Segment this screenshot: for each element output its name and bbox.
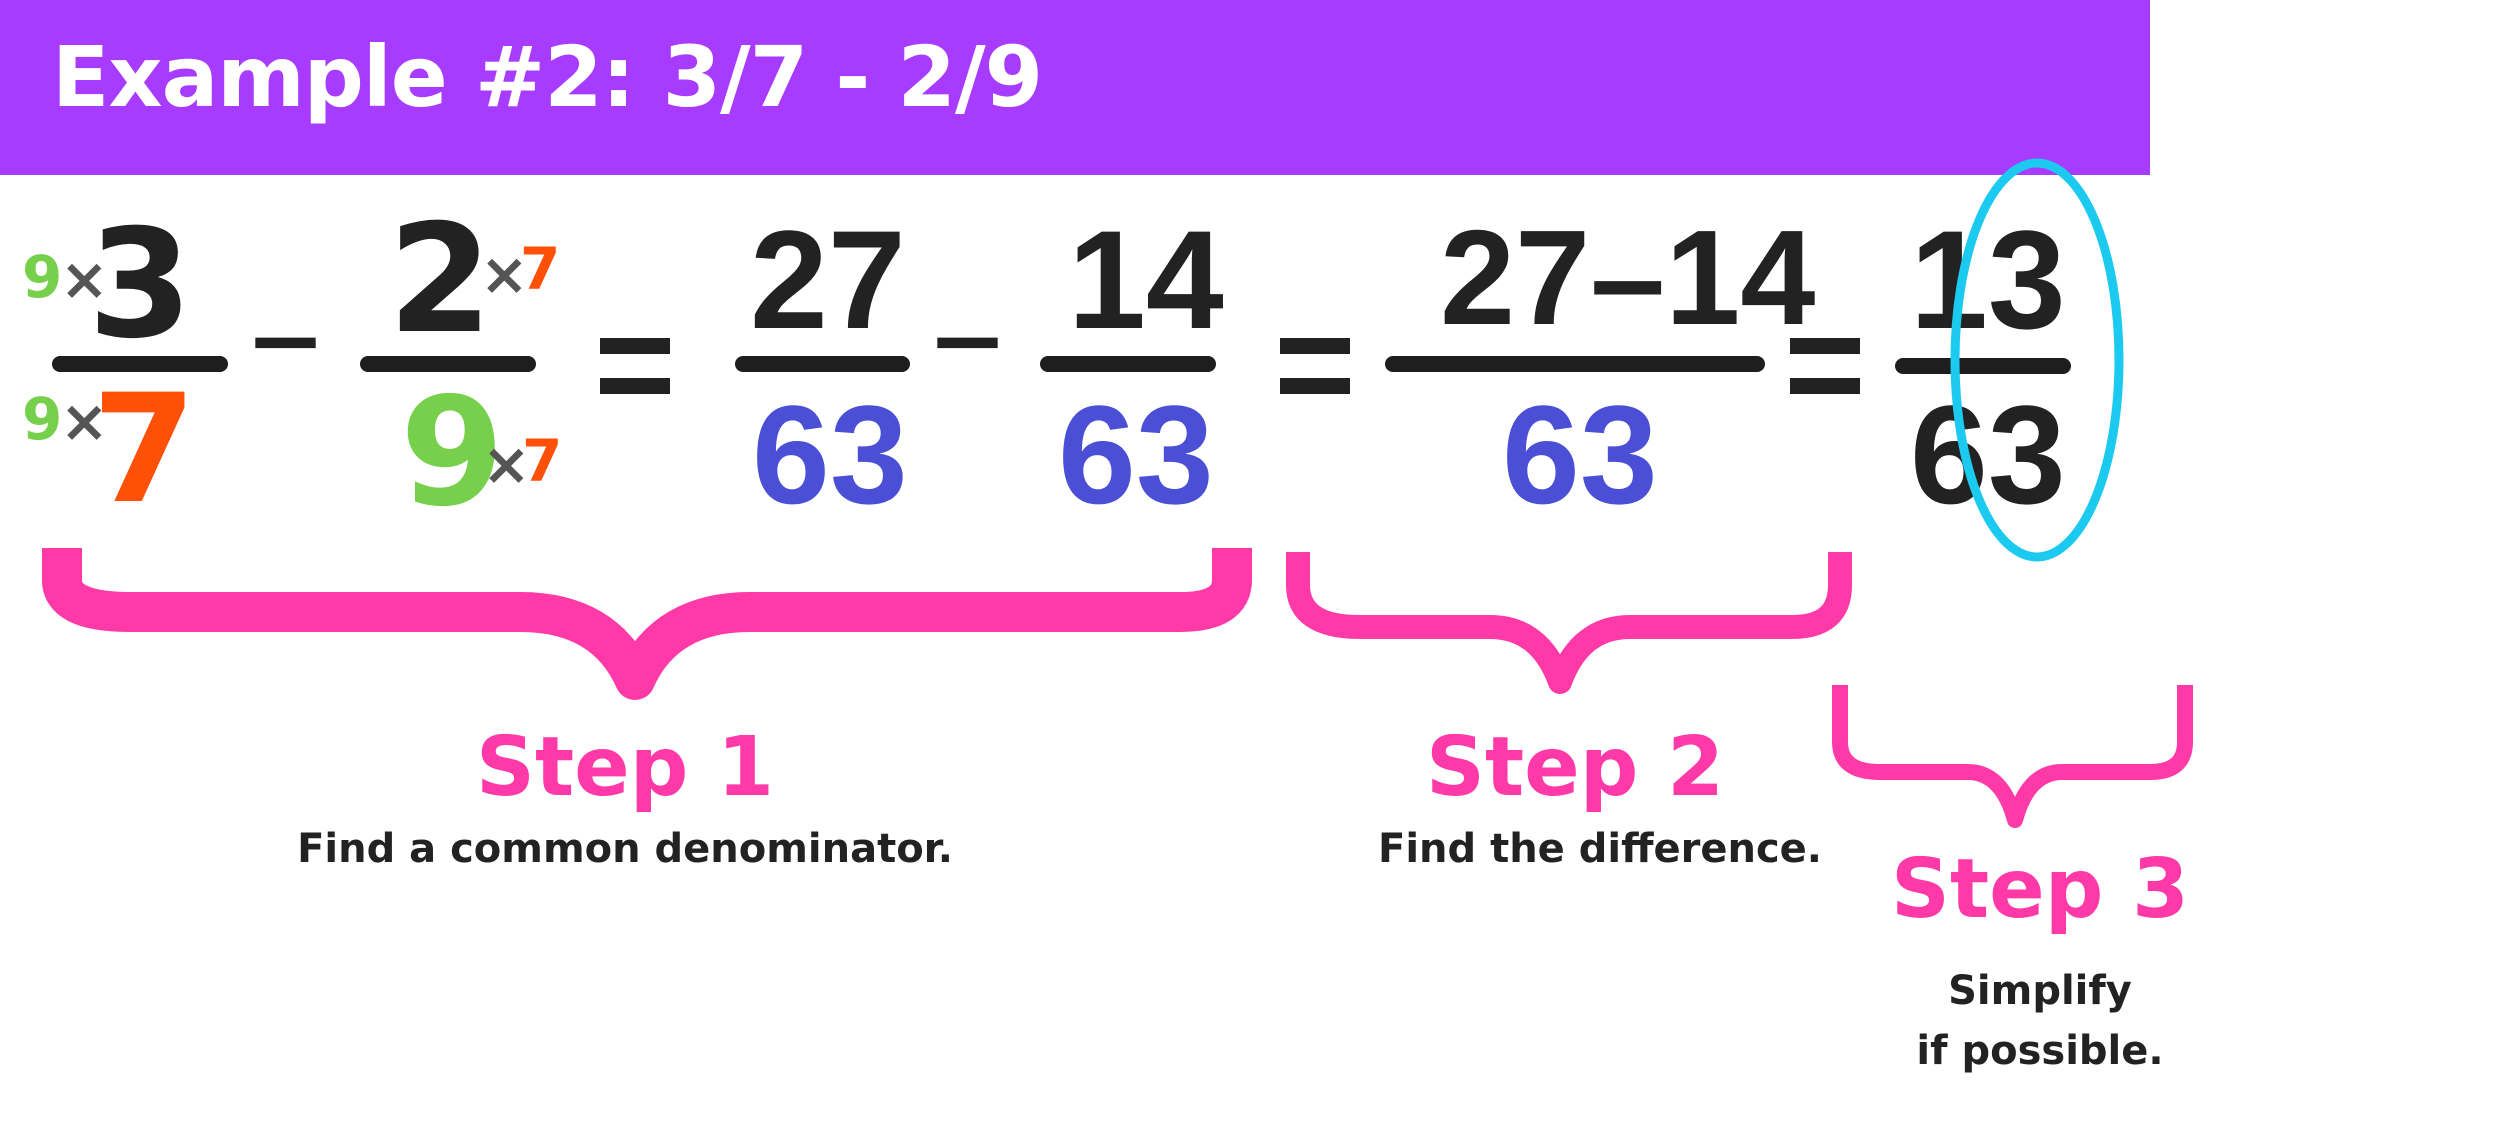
fraction-4-numerator: 14 <box>1068 201 1224 358</box>
fraction-2-denominator: 9 <box>400 366 505 540</box>
equals-sign-2-bottom <box>1280 378 1350 394</box>
minus-sign-2: – <box>930 246 1005 420</box>
times-sign-num-2: × <box>480 240 529 308</box>
step-1-label: Step 1 <box>475 720 775 815</box>
multiplier-den-2: 7 <box>522 427 563 495</box>
fraction-6-numerator: 13 <box>1910 201 2066 358</box>
step-1-description: Find a common denominator. <box>297 826 953 872</box>
page-title: Example #2: 3/7 - 2/9 <box>52 28 1043 126</box>
fraction-5-numerator: 27–14 <box>1440 202 1816 353</box>
fraction-2-bar <box>360 356 536 372</box>
fraction-4-bar <box>1040 356 1216 372</box>
step-1-brace <box>42 548 1252 700</box>
equals-sign-3-top <box>1790 338 1860 354</box>
minus-sign-1: – <box>248 246 323 420</box>
fraction-4-denominator: 63 <box>1058 376 1214 533</box>
multiplier-num-1: 9 <box>22 243 63 311</box>
fraction-1-numerator: 3 <box>88 198 193 372</box>
title-banner <box>0 0 2150 175</box>
answer-circle <box>1950 158 2124 562</box>
fraction-3-numerator: 27 <box>750 201 906 358</box>
fraction-1-denominator: 7 <box>92 363 197 537</box>
equals-sign-2-top <box>1280 338 1350 354</box>
equals-sign-1-top <box>600 338 670 354</box>
equals-sign-1-bottom <box>600 378 670 394</box>
step-3-description-line-1: Simplify <box>1948 968 2132 1014</box>
multiplier-den-1: 9 <box>22 385 63 453</box>
fraction-2-numerator: 2 <box>388 193 493 367</box>
fraction-5-denominator: 63 <box>1502 376 1658 533</box>
fraction-3-bar <box>735 356 910 372</box>
step-2-label: Step 2 <box>1425 720 1725 815</box>
step-2-brace <box>1286 552 1852 694</box>
fraction-3-denominator: 63 <box>752 376 908 533</box>
multiplier-num-2: 7 <box>520 235 561 303</box>
step-3-label: Step 3 <box>1890 842 2190 937</box>
step-3-description-line-2: if possible. <box>1916 1028 2164 1074</box>
fraction-1-bar <box>52 356 228 372</box>
times-sign-num-1: × <box>60 245 109 313</box>
step-2-description: Find the difference. <box>1378 826 1822 872</box>
times-sign-den-2: × <box>482 430 531 498</box>
fraction-5-bar <box>1385 356 1765 372</box>
times-sign-den-1: × <box>60 387 109 455</box>
step-3-brace <box>1832 685 2193 828</box>
fraction-6-bar <box>1895 358 2071 374</box>
equals-sign-3-bottom <box>1790 378 1860 394</box>
fraction-6-denominator: 63 <box>1910 376 2066 533</box>
